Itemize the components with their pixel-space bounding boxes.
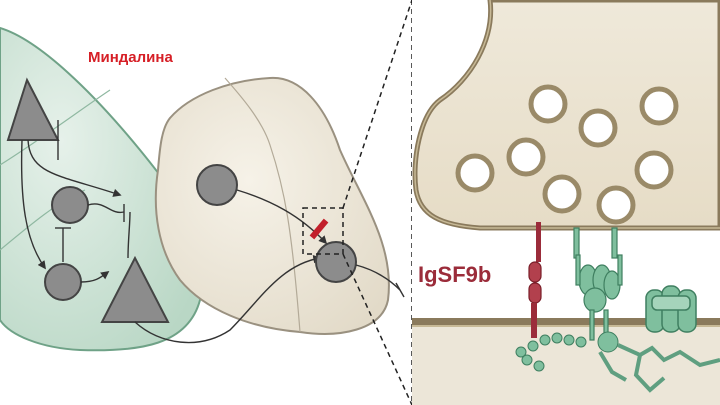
synapse-zoom xyxy=(412,0,720,405)
postsynaptic-cell xyxy=(412,320,720,405)
pyramidal-neuron-top xyxy=(6,77,60,141)
receptor-channel xyxy=(645,285,697,333)
synaptic-vesicles xyxy=(455,84,679,225)
target-neurons xyxy=(196,164,405,298)
protein-label: IgSF9b xyxy=(418,262,491,287)
region-label: Миндалина xyxy=(88,49,173,66)
igsf9b-marker xyxy=(309,218,329,240)
scaffold-chain xyxy=(515,331,720,393)
postsynaptic-membrane xyxy=(412,318,720,325)
amygdala-connections xyxy=(20,120,322,344)
adhesion-complex xyxy=(573,227,623,341)
target-neuron xyxy=(315,241,357,283)
igsf9b-protein xyxy=(528,222,542,338)
interneuron-lower xyxy=(44,263,82,301)
interneuron-upper xyxy=(51,186,89,224)
projection-neuron xyxy=(196,164,238,206)
